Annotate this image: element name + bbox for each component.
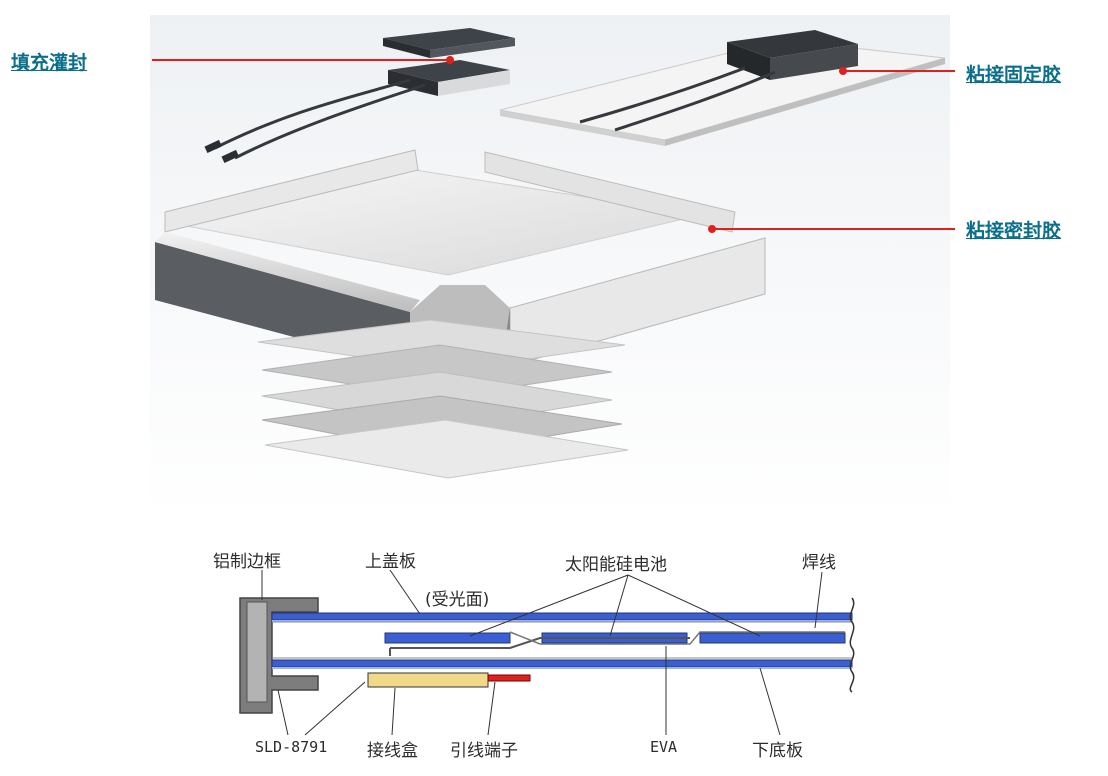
label-solar-cells: 太阳能硅电池	[565, 555, 667, 575]
callout-leader-lines	[152, 56, 955, 233]
label-back-sheet: 下底板	[752, 741, 803, 761]
callout-bond-seal-glue[interactable]: 粘接密封胶	[966, 220, 1062, 242]
label-sealant-model: SLD-8791	[255, 738, 328, 756]
label-solder-wire: 焊线	[802, 553, 836, 573]
callout-bond-fix-glue[interactable]: 粘接固定胶	[966, 64, 1062, 86]
label-aluminum-frame: 铝制边框	[213, 552, 281, 572]
label-junction-box: 接线盒	[367, 741, 418, 761]
junction-box-potting-illustration	[204, 28, 515, 164]
layer-stack-illustration	[257, 319, 629, 479]
label-eva: EVA	[650, 738, 678, 756]
label-light-receiving-side: (受光面)	[425, 590, 490, 610]
back-panel-illustration	[499, 30, 946, 146]
label-lead-terminal: 引线端子	[450, 741, 518, 761]
callout-fill-potting[interactable]: 填充灌封	[11, 52, 88, 74]
label-top-cover: 上盖板	[365, 552, 416, 572]
cross-section-diagram	[239, 569, 855, 736]
